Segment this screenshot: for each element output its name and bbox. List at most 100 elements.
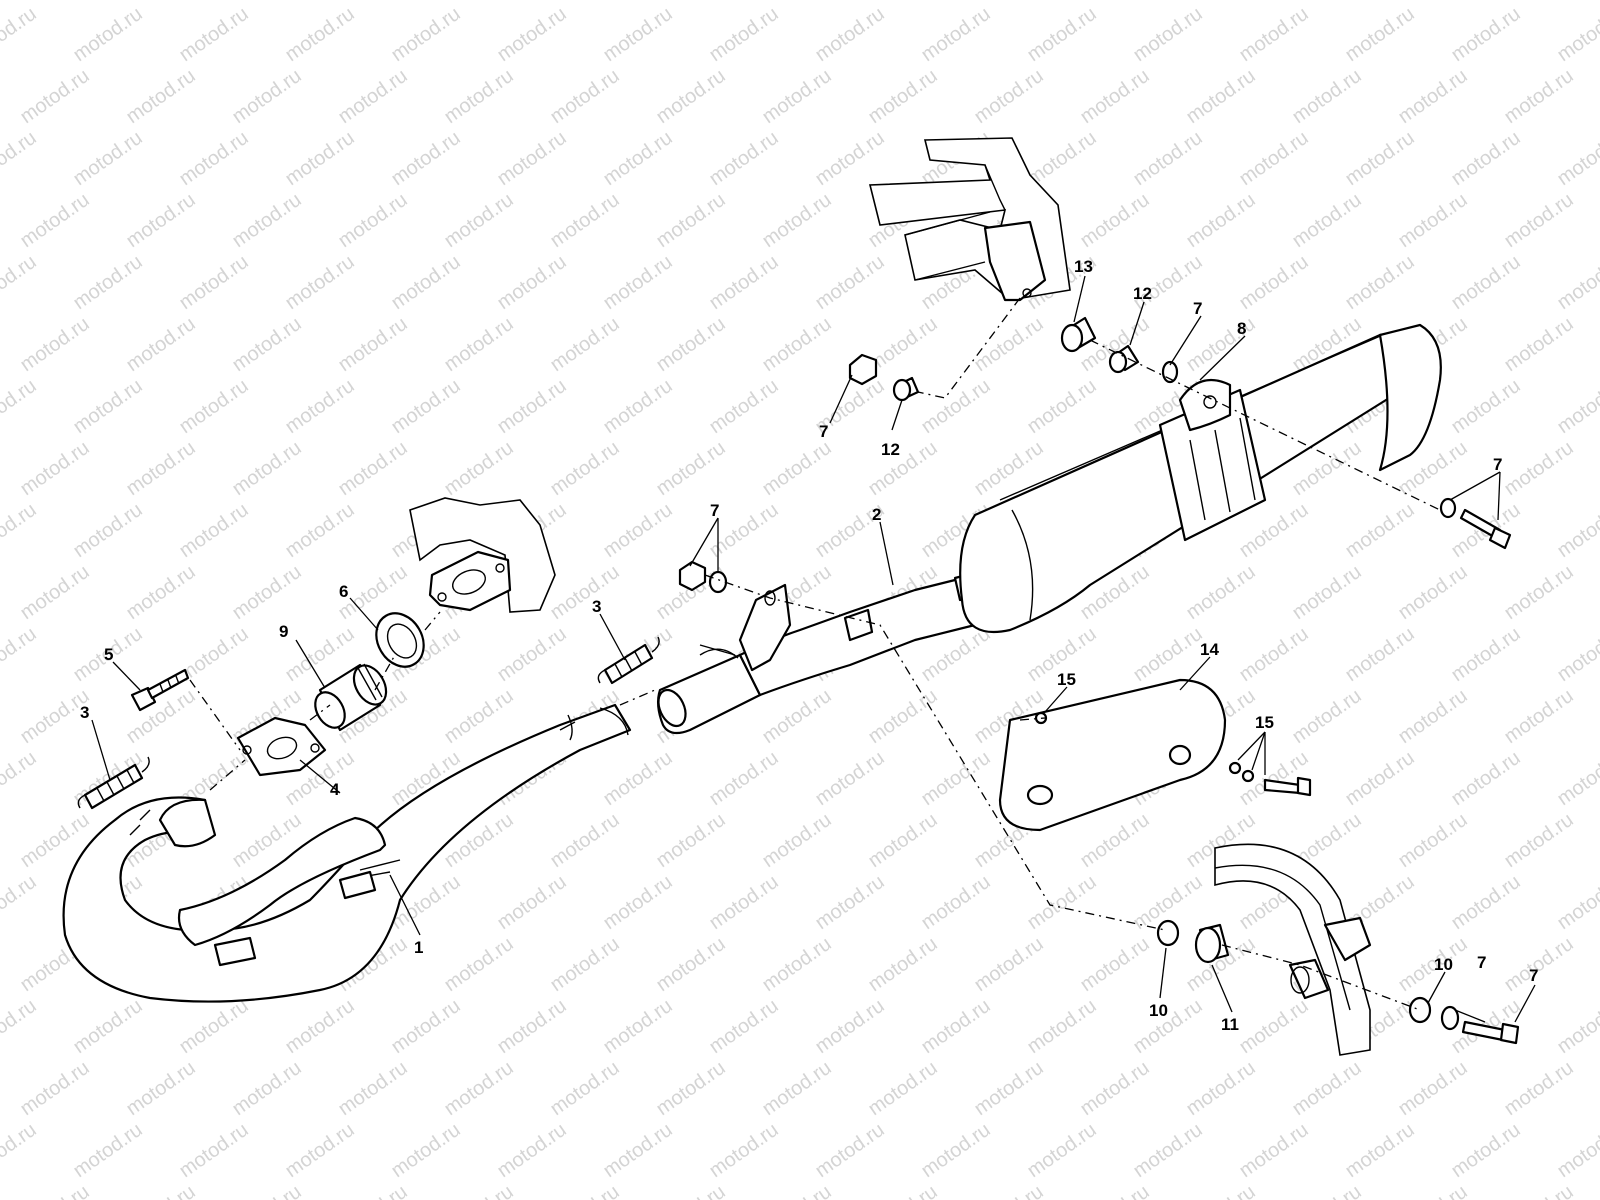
watermark-text: motod.ru <box>1288 1181 1365 1200</box>
watermark-text: motod.ru <box>1235 995 1312 1058</box>
watermark-text: motod.ru <box>1076 933 1153 996</box>
watermark-text: motod.ru <box>228 1181 305 1200</box>
frame-upper-bracket <box>868 137 1071 302</box>
header-pipe <box>62 703 632 1003</box>
watermark-text: motod.ru <box>599 375 676 438</box>
watermark-text: motod.ru <box>599 251 676 314</box>
watermark-text: motod.ru <box>122 313 199 376</box>
watermark-text: motod.ru <box>228 65 305 128</box>
watermark-text: motod.ru <box>1553 623 1600 686</box>
watermark-text: motod.ru <box>811 747 888 810</box>
watermark-text: motod.ru <box>864 933 941 996</box>
watermark-text: motod.ru <box>0 127 41 190</box>
watermark-text: motod.ru <box>1341 747 1418 810</box>
callout-7-upper-nut: 7 <box>819 422 828 441</box>
watermark-text: motod.ru <box>1023 3 1100 66</box>
watermark-text: motod.ru <box>652 809 729 872</box>
callout-2: 2 <box>872 505 881 524</box>
watermark-text: motod.ru <box>1129 127 1206 190</box>
watermark-text: motod.ru <box>1447 1119 1524 1182</box>
watermark-text: motod.ru <box>1500 685 1577 748</box>
upper-mount-hardware <box>848 316 1179 402</box>
watermark-text: motod.ru <box>1288 65 1365 128</box>
watermark-text: motod.ru <box>1288 685 1365 748</box>
alignment-lines <box>189 297 1441 1011</box>
watermark-text: motod.ru <box>1553 871 1600 934</box>
exhaust-flange <box>236 716 327 777</box>
watermark-text: motod.ru <box>16 189 93 252</box>
watermark-text: motod.ru <box>281 499 358 562</box>
watermark-text: motod.ru <box>122 1181 199 1200</box>
watermark-text: motod.ru <box>1076 1057 1153 1120</box>
watermark-text: motod.ru <box>175 499 252 562</box>
watermark-text: motod.ru <box>970 933 1047 996</box>
watermark-text: motod.ru <box>1553 499 1600 562</box>
watermark-text: motod.ru <box>334 1057 411 1120</box>
watermark-text: motod.ru <box>1447 375 1524 438</box>
cylinder-head-fragment <box>409 497 556 613</box>
watermark-text: motod.ru <box>546 561 623 624</box>
watermark-text: motod.ru <box>69 127 146 190</box>
watermark-text: motod.ru <box>758 933 835 996</box>
gasket-ring <box>375 612 425 668</box>
watermark-text: motod.ru <box>1288 189 1365 252</box>
callout-leaders <box>91 275 1536 1023</box>
watermark-text: motod.ru <box>705 1119 782 1182</box>
watermark-text: motod.ru <box>334 65 411 128</box>
watermark-text: motod.ru <box>1500 437 1577 500</box>
callout-7-lower-bolt: 7 <box>1529 966 1538 985</box>
watermark-text: motod.ru <box>69 995 146 1058</box>
watermark-text: motod.ru <box>1235 3 1312 66</box>
watermark-text: motod.ru <box>1341 127 1418 190</box>
watermark-text: motod.ru <box>1500 933 1577 996</box>
watermark-text: motod.ru <box>387 251 464 314</box>
watermark-text: motod.ru <box>917 1119 994 1182</box>
watermark-text: motod.ru <box>705 3 782 66</box>
watermark-text: motod.ru <box>175 995 252 1058</box>
watermark-text: motod.ru <box>1182 1181 1259 1200</box>
watermark-text: motod.ru <box>228 437 305 500</box>
watermark-text: motod.ru <box>1553 3 1600 66</box>
watermark-text: motod.ru <box>970 1181 1047 1200</box>
watermark-text: motod.ru <box>175 127 252 190</box>
watermark-text: motod.ru <box>1447 747 1524 810</box>
watermark-text: motod.ru <box>1500 65 1577 128</box>
watermark-text: motod.ru <box>1394 561 1471 624</box>
watermark-text: motod.ru <box>811 871 888 934</box>
watermark-text: motod.ru <box>758 1057 835 1120</box>
watermark-text: motod.ru <box>493 995 570 1058</box>
watermark-text: motod.ru <box>334 1181 411 1200</box>
watermark-text: motod.ru <box>493 623 570 686</box>
watermark-text: motod.ru <box>0 251 41 314</box>
watermark-text: motod.ru <box>758 437 835 500</box>
watermark-text: motod.ru <box>705 995 782 1058</box>
watermark-text: motod.ru <box>546 809 623 872</box>
watermark-text: motod.ru <box>1447 127 1524 190</box>
callout-6: 6 <box>339 582 348 601</box>
watermark-text: motod.ru <box>758 1181 835 1200</box>
watermark-text: motod.ru <box>1023 1119 1100 1182</box>
watermark-text: motod.ru <box>1447 251 1524 314</box>
watermark-text: motod.ru <box>228 1057 305 1120</box>
watermark-text: motod.ru <box>599 995 676 1058</box>
callout-14: 14 <box>1200 640 1219 659</box>
watermark-text: motod.ru <box>1500 809 1577 872</box>
watermark-text: motod.ru <box>175 251 252 314</box>
callout-15-right: 15 <box>1255 713 1274 732</box>
watermark-text: motod.ru <box>69 1119 146 1182</box>
watermark-text: motod.ru <box>16 561 93 624</box>
watermark-text: motod.ru <box>0 1119 41 1182</box>
watermark-text: motod.ru <box>493 3 570 66</box>
watermark-text: motod.ru <box>652 65 729 128</box>
watermark-text: motod.ru <box>281 127 358 190</box>
watermark-text: motod.ru <box>1500 561 1577 624</box>
adapter-sleeve <box>314 663 388 732</box>
watermark-text: motod.ru <box>1341 251 1418 314</box>
watermark-text: motod.ru <box>16 437 93 500</box>
watermark-text: motod.ru <box>652 189 729 252</box>
watermark-text: motod.ru <box>864 1057 941 1120</box>
watermark-text: motod.ru <box>705 871 782 934</box>
watermark-text: motod.ru <box>811 251 888 314</box>
watermark-text: motod.ru <box>1288 1057 1365 1120</box>
watermark-text: motod.ru <box>1394 933 1471 996</box>
